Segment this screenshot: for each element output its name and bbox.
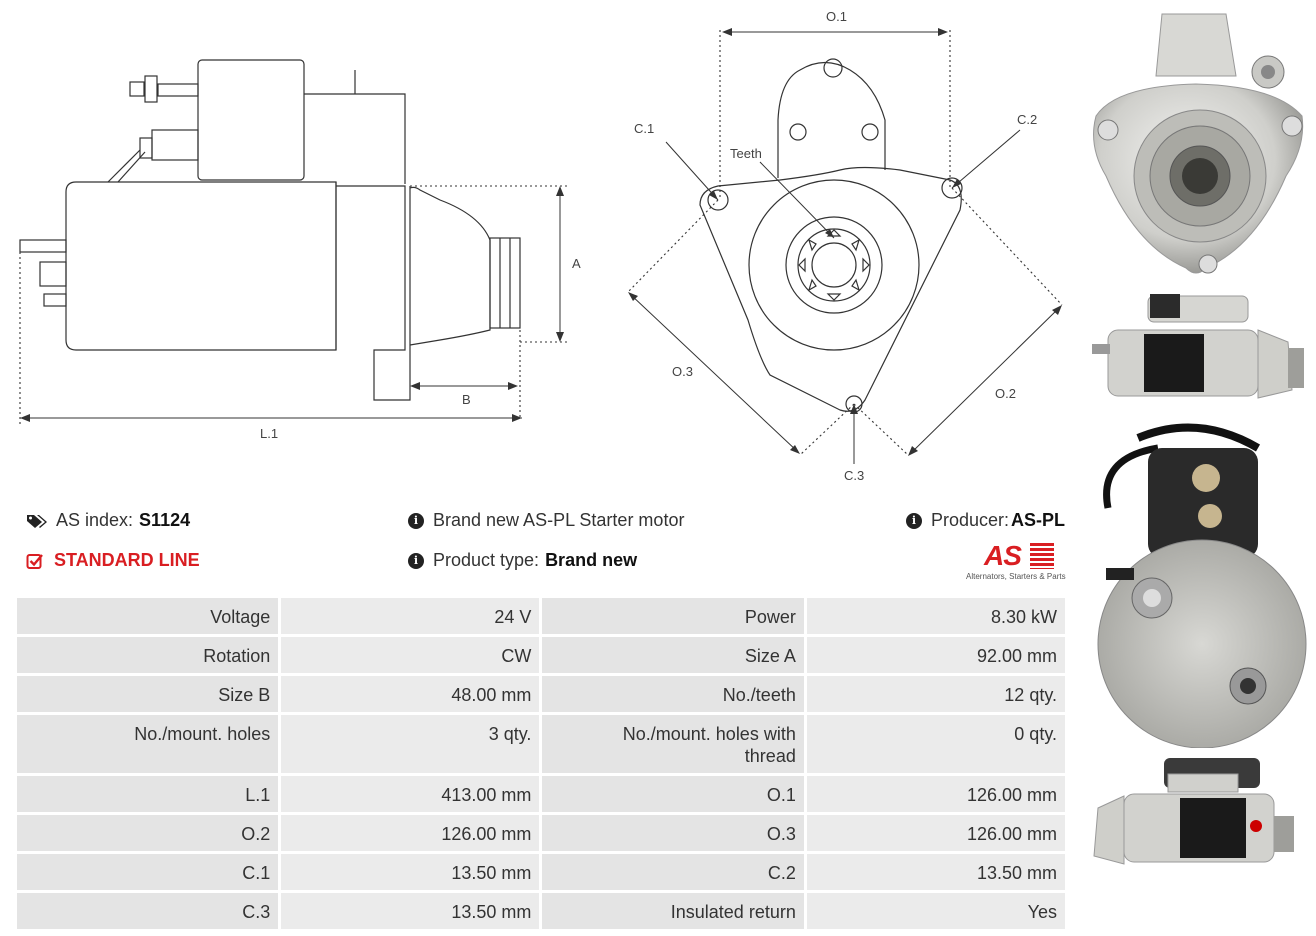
dim-o3-label: O.3 bbox=[672, 364, 693, 379]
spec-label: C.2 bbox=[542, 854, 804, 890]
spec-label: Insulated return bbox=[542, 893, 804, 929]
spec-value: 3 qty. bbox=[281, 715, 540, 773]
spec-label: No./mount. holes with thread bbox=[542, 715, 804, 773]
as-index-label: AS index: bbox=[56, 510, 134, 530]
spec-value: 12 qty. bbox=[806, 676, 1065, 712]
spec-label: O.3 bbox=[542, 815, 804, 851]
producer: i Producer: AS-PL bbox=[906, 510, 1065, 531]
spec-label: O.2 bbox=[17, 815, 279, 851]
check-square-icon bbox=[26, 553, 43, 569]
description: i Brand new AS-PL Starter motor bbox=[408, 510, 684, 531]
dim-b-label: B bbox=[462, 392, 471, 407]
spec-value: 126.00 mm bbox=[281, 815, 540, 851]
dim-l1-label: L.1 bbox=[260, 426, 278, 441]
product-photo-front[interactable] bbox=[1086, 6, 1312, 282]
producer-label: Producer: bbox=[931, 510, 1010, 530]
spec-label: C.3 bbox=[17, 893, 279, 929]
spec-value: 8.30 kW bbox=[806, 598, 1065, 634]
front-view-drawing: O.1 O.3 O.2 C.1 C.2 C.3 Teeth bbox=[627, 9, 1063, 483]
spec-value: 126.00 mm bbox=[806, 815, 1065, 851]
standard-line-label: STANDARD LINE bbox=[54, 550, 200, 570]
logo-stripes bbox=[1030, 543, 1054, 569]
spec-value: 13.50 mm bbox=[281, 854, 540, 890]
dim-a-label: A bbox=[572, 256, 581, 271]
spec-value: 24 V bbox=[281, 598, 540, 634]
spec-value: 13.50 mm bbox=[806, 854, 1065, 890]
description-text: Brand new AS-PL Starter motor bbox=[433, 510, 685, 530]
spec-value: 48.00 mm bbox=[281, 676, 540, 712]
tags-icon bbox=[27, 514, 47, 528]
spec-value: 92.00 mm bbox=[806, 637, 1065, 673]
spec-label: No./mount. holes bbox=[17, 715, 279, 773]
spec-label: Rotation bbox=[17, 637, 279, 673]
dim-o2-label: O.2 bbox=[995, 386, 1016, 401]
info-icon: i bbox=[906, 512, 922, 529]
spec-label: No./teeth bbox=[542, 676, 804, 712]
side-view-drawing: A B L.1 bbox=[19, 59, 581, 441]
spec-value: CW bbox=[281, 637, 540, 673]
product-photo-side[interactable] bbox=[1088, 290, 1310, 410]
spec-value: 0 qty. bbox=[806, 715, 1065, 773]
product-type: i Product type: Brand new bbox=[408, 550, 637, 571]
standard-line-badge: STANDARD LINE bbox=[26, 550, 200, 571]
spec-label: Voltage bbox=[17, 598, 279, 634]
product-type-label: Product type: bbox=[433, 550, 540, 570]
product-photo-rear[interactable] bbox=[1088, 418, 1310, 748]
spec-label: O.1 bbox=[542, 776, 804, 812]
spec-label: Size A bbox=[542, 637, 804, 673]
as-pl-logo: AS Alternators, Starters & Parts bbox=[966, 540, 1070, 584]
teeth-label: Teeth bbox=[730, 146, 762, 161]
spec-label: Size B bbox=[17, 676, 279, 712]
dim-c2-label: C.2 bbox=[1017, 112, 1037, 127]
info-icon: i bbox=[408, 552, 424, 569]
spec-value: Yes bbox=[806, 893, 1065, 929]
spec-value: 413.00 mm bbox=[281, 776, 540, 812]
spec-value: 13.50 mm bbox=[281, 893, 540, 929]
dim-c1-label: C.1 bbox=[634, 121, 654, 136]
logo-tagline: Alternators, Starters & Parts bbox=[966, 572, 1066, 581]
spec-label: Power bbox=[542, 598, 804, 634]
dim-o1-label: O.1 bbox=[826, 9, 847, 24]
info-icon: i bbox=[408, 512, 424, 529]
product-type-value: Brand new bbox=[545, 550, 638, 570]
spec-value: 126.00 mm bbox=[806, 776, 1065, 812]
as-index: AS index: S1124 bbox=[26, 510, 190, 531]
dim-c3-label: C.3 bbox=[844, 468, 864, 483]
spec-label: C.1 bbox=[17, 854, 279, 890]
as-index-value: S1124 bbox=[139, 510, 191, 530]
spec-label: L.1 bbox=[17, 776, 279, 812]
producer-value: AS-PL bbox=[1011, 510, 1066, 530]
logo-mark: AS bbox=[984, 540, 1022, 571]
product-photo-side-2[interactable] bbox=[1088, 756, 1310, 876]
